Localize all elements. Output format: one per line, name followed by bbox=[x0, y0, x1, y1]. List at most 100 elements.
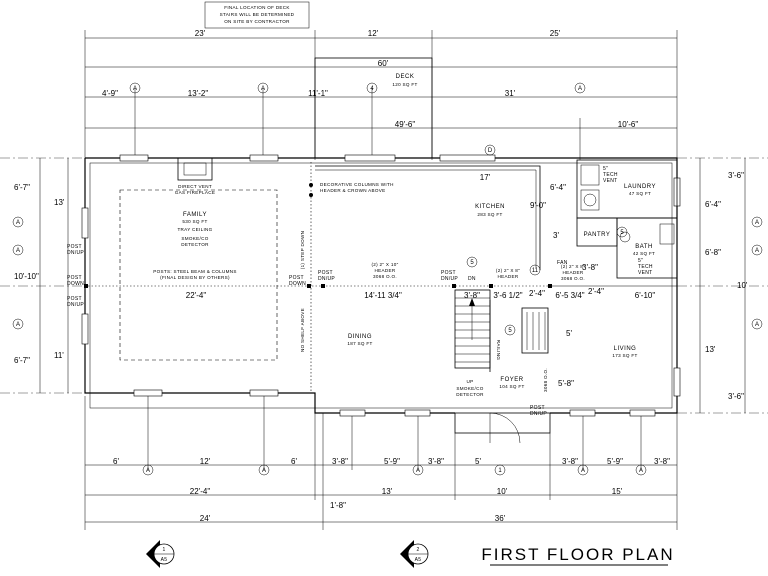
pantry-name: PANTRY bbox=[584, 232, 611, 238]
dim-right-3: 6'-8" bbox=[705, 248, 721, 257]
header-1c: 3068 O.O. bbox=[373, 274, 397, 279]
foyer-area: 104 SQ FT bbox=[499, 384, 524, 389]
dim-bottom-overall-1: 24' bbox=[200, 514, 211, 523]
bath-area: 42 SQ FT bbox=[633, 251, 655, 256]
bubble-left-2: A bbox=[16, 248, 20, 254]
dim-bottom-10: 3'-8" bbox=[654, 457, 670, 466]
header-labels: (2) 2" X 10" HEADER 3068 O.O. (2) 2" X 8… bbox=[371, 260, 585, 282]
header-3a: (2) 2" X 8" bbox=[561, 264, 585, 269]
right-dimensions: 3'-6" 6'-4" 6'-8" 10' 13' 3'-6" bbox=[699, 158, 748, 413]
left-dimensions: 6'-7" 13' 10'-10" 11' 6'-7" bbox=[14, 158, 69, 393]
post-note-2: (FINAL DESIGN BY OTHERS) bbox=[160, 275, 230, 280]
post-labels: POST DN/UP POST DOWN POST DN/UP POST DOW… bbox=[67, 244, 547, 417]
dim-bottom-3: 6' bbox=[291, 457, 297, 466]
bubble-bottom-3: A bbox=[416, 468, 420, 474]
dim-int-1: 22'-4" bbox=[186, 291, 207, 300]
dim-top-row-2: 13'-2" bbox=[188, 89, 209, 98]
dim-int-5: 2'-4" bbox=[529, 289, 545, 298]
exterior-walls bbox=[84, 157, 678, 414]
bottom-dimensions: 6' 12' 6' 3'-8" 5'-9" 3'-8" 5' 3'-8" 5'-… bbox=[84, 396, 678, 530]
dim-int-4: 3'-6 1/2" bbox=[493, 291, 522, 300]
dim-mid-top-right: 10'-6" bbox=[618, 120, 639, 129]
bubble-right-1: A bbox=[755, 220, 759, 226]
beam-line bbox=[84, 284, 677, 288]
dining-area: 187 SQ FT bbox=[347, 341, 372, 346]
living: LIVING 173 SQ FT bbox=[612, 346, 637, 358]
section-2-ref: A5 bbox=[415, 557, 422, 563]
bubble-top-5: D bbox=[488, 148, 493, 154]
post-label-2a: POST bbox=[67, 275, 82, 281]
vent-1a: 5" bbox=[603, 166, 608, 172]
step-down-note: (1) STEP DOWN bbox=[300, 231, 305, 270]
section-1-label: 1 bbox=[162, 547, 165, 553]
dim-left-2: 13' bbox=[54, 198, 65, 207]
dim-top-1: 23' bbox=[195, 29, 206, 38]
vent-2a: 5" bbox=[638, 258, 643, 264]
decorative-columns: DECORATIVE COLUMNS WITH HEADER & CROWN A… bbox=[300, 162, 393, 393]
dim-bottom-overall-2: 36' bbox=[495, 514, 506, 523]
bubble-bottom-6: A bbox=[639, 468, 643, 474]
fireplace: DIRECT VENT GAS FIREPLACE bbox=[175, 157, 215, 195]
dim-int-10: 9'-0" bbox=[530, 201, 546, 210]
dim-int-8: 6'-10" bbox=[635, 291, 656, 300]
post-label-6a: POST bbox=[441, 270, 456, 276]
dim-bottom-4: 3'-8" bbox=[332, 457, 348, 466]
vent-1b: TECH bbox=[603, 172, 618, 178]
deck-name: DECK bbox=[396, 74, 415, 80]
kitchen: 17' KITCHEN 283 SQ FT 6'-4" 9'-0" 3' bbox=[315, 165, 566, 270]
plan-title: FIRST FLOOR PLAN bbox=[481, 545, 674, 564]
living-area: 173 SQ FT bbox=[612, 353, 637, 358]
bubble-bottom-2: A bbox=[262, 468, 266, 474]
post-note-1: POSTS: STEEL BEAM & COLUMNS bbox=[153, 269, 237, 274]
no-shelf-note: NO SHELF ABOVE bbox=[300, 308, 305, 352]
laundry-name: LAUNDRY bbox=[624, 184, 656, 190]
section-marker-1: 1 A5 bbox=[146, 540, 175, 568]
kitchen-area: 283 SQ FT bbox=[477, 212, 502, 217]
header-3b: HEADER bbox=[563, 270, 584, 275]
door-tag: 3068 O.O. bbox=[543, 368, 548, 392]
dim-top-3: 25' bbox=[550, 29, 561, 38]
post-label-3b: DN/UP bbox=[67, 302, 84, 308]
tray-ceiling-outline bbox=[119, 189, 278, 361]
post-label-5b: DN/UP bbox=[318, 276, 335, 282]
dim-bottom-7: 5' bbox=[475, 457, 481, 466]
dim-bottom-2: 12' bbox=[200, 457, 211, 466]
bubble-top-1: A bbox=[133, 86, 137, 92]
dim-top-row-4: 31' bbox=[505, 89, 516, 98]
post-label-7b: DN/UP bbox=[530, 411, 547, 417]
bubble-int-2: 11 bbox=[532, 268, 539, 274]
header-3c: 3068 O.O. bbox=[561, 276, 585, 281]
bubble-left-1: A bbox=[16, 220, 20, 226]
dim-bottom-1: 6' bbox=[113, 457, 119, 466]
section-1-ref: A5 bbox=[161, 557, 168, 563]
dining-name: DINING bbox=[348, 334, 372, 340]
fireplace-note-1: DIRECT VENT bbox=[178, 184, 212, 189]
deck-note-line-1: FINAL LOCATION OF DECK bbox=[224, 5, 290, 10]
bath-name: BATH bbox=[635, 244, 653, 250]
windows bbox=[81, 154, 681, 417]
bubble-top-2: A bbox=[261, 86, 265, 92]
header-2a: (2) 2" X 8" bbox=[496, 268, 520, 273]
bubble-bottom-5: A bbox=[581, 468, 585, 474]
bubble-int-3: 5 bbox=[508, 328, 512, 334]
post-label-3a: POST bbox=[67, 296, 82, 302]
smoke-foyer-2: SMOKE/CO bbox=[456, 386, 483, 391]
columns-note-2: HEADER & CROWN ABOVE bbox=[320, 188, 385, 193]
bubble-right-3: A bbox=[755, 322, 759, 328]
smoke-note-2: DETECTOR bbox=[181, 242, 209, 247]
deck-area: 120 SQ FT bbox=[392, 82, 417, 87]
deck-note: FINAL LOCATION OF DECK STAIRS WILL BE DE… bbox=[204, 1, 310, 29]
bubble-right-2: A bbox=[755, 248, 759, 254]
fan-label: FAN bbox=[557, 260, 568, 266]
dim-left-5: 6'-7" bbox=[14, 356, 30, 365]
bubble-top-4: A bbox=[578, 86, 582, 92]
dim-int-7: 2'-4" bbox=[588, 287, 604, 296]
dim-bottom-9: 5'-9" bbox=[607, 457, 623, 466]
dim-bottom-6: 3'-8" bbox=[428, 457, 444, 466]
post-label-6b: DN/UP bbox=[441, 276, 458, 282]
dim-left-3: 10'-10" bbox=[14, 272, 39, 281]
post-label-5a: POST bbox=[318, 270, 333, 276]
dim-kitchen-run: 17' bbox=[480, 173, 491, 182]
dining: DINING 187 SQ FT bbox=[347, 334, 372, 346]
